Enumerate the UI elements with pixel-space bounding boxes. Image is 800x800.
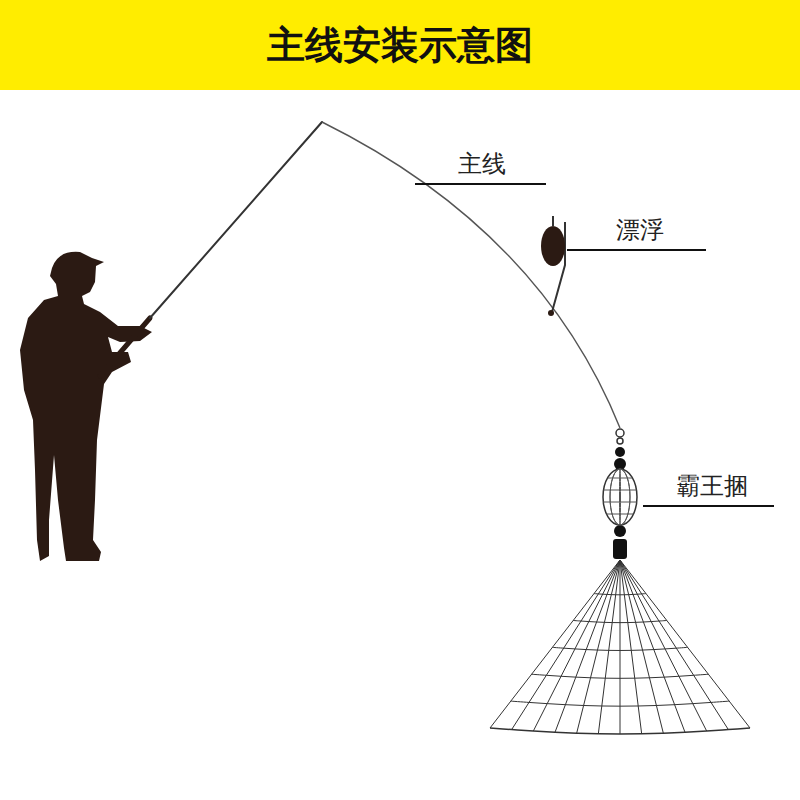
part-label: 漂浮 (616, 214, 664, 246)
fishing-rod (150, 122, 322, 318)
net-cone (490, 560, 750, 734)
main-line (322, 122, 620, 428)
part-label: 霸王捆 (676, 470, 748, 502)
leader-line (567, 249, 706, 251)
leader-line (643, 505, 774, 507)
title: 主线安装示意图 (267, 20, 533, 71)
leader-line (415, 183, 546, 185)
float (541, 216, 565, 316)
title-bar (0, 0, 800, 90)
bait-cage (603, 429, 637, 559)
part-label: 主线 (458, 148, 506, 180)
fisherman-silhouette (20, 252, 152, 561)
fishing-rod (100, 318, 150, 376)
